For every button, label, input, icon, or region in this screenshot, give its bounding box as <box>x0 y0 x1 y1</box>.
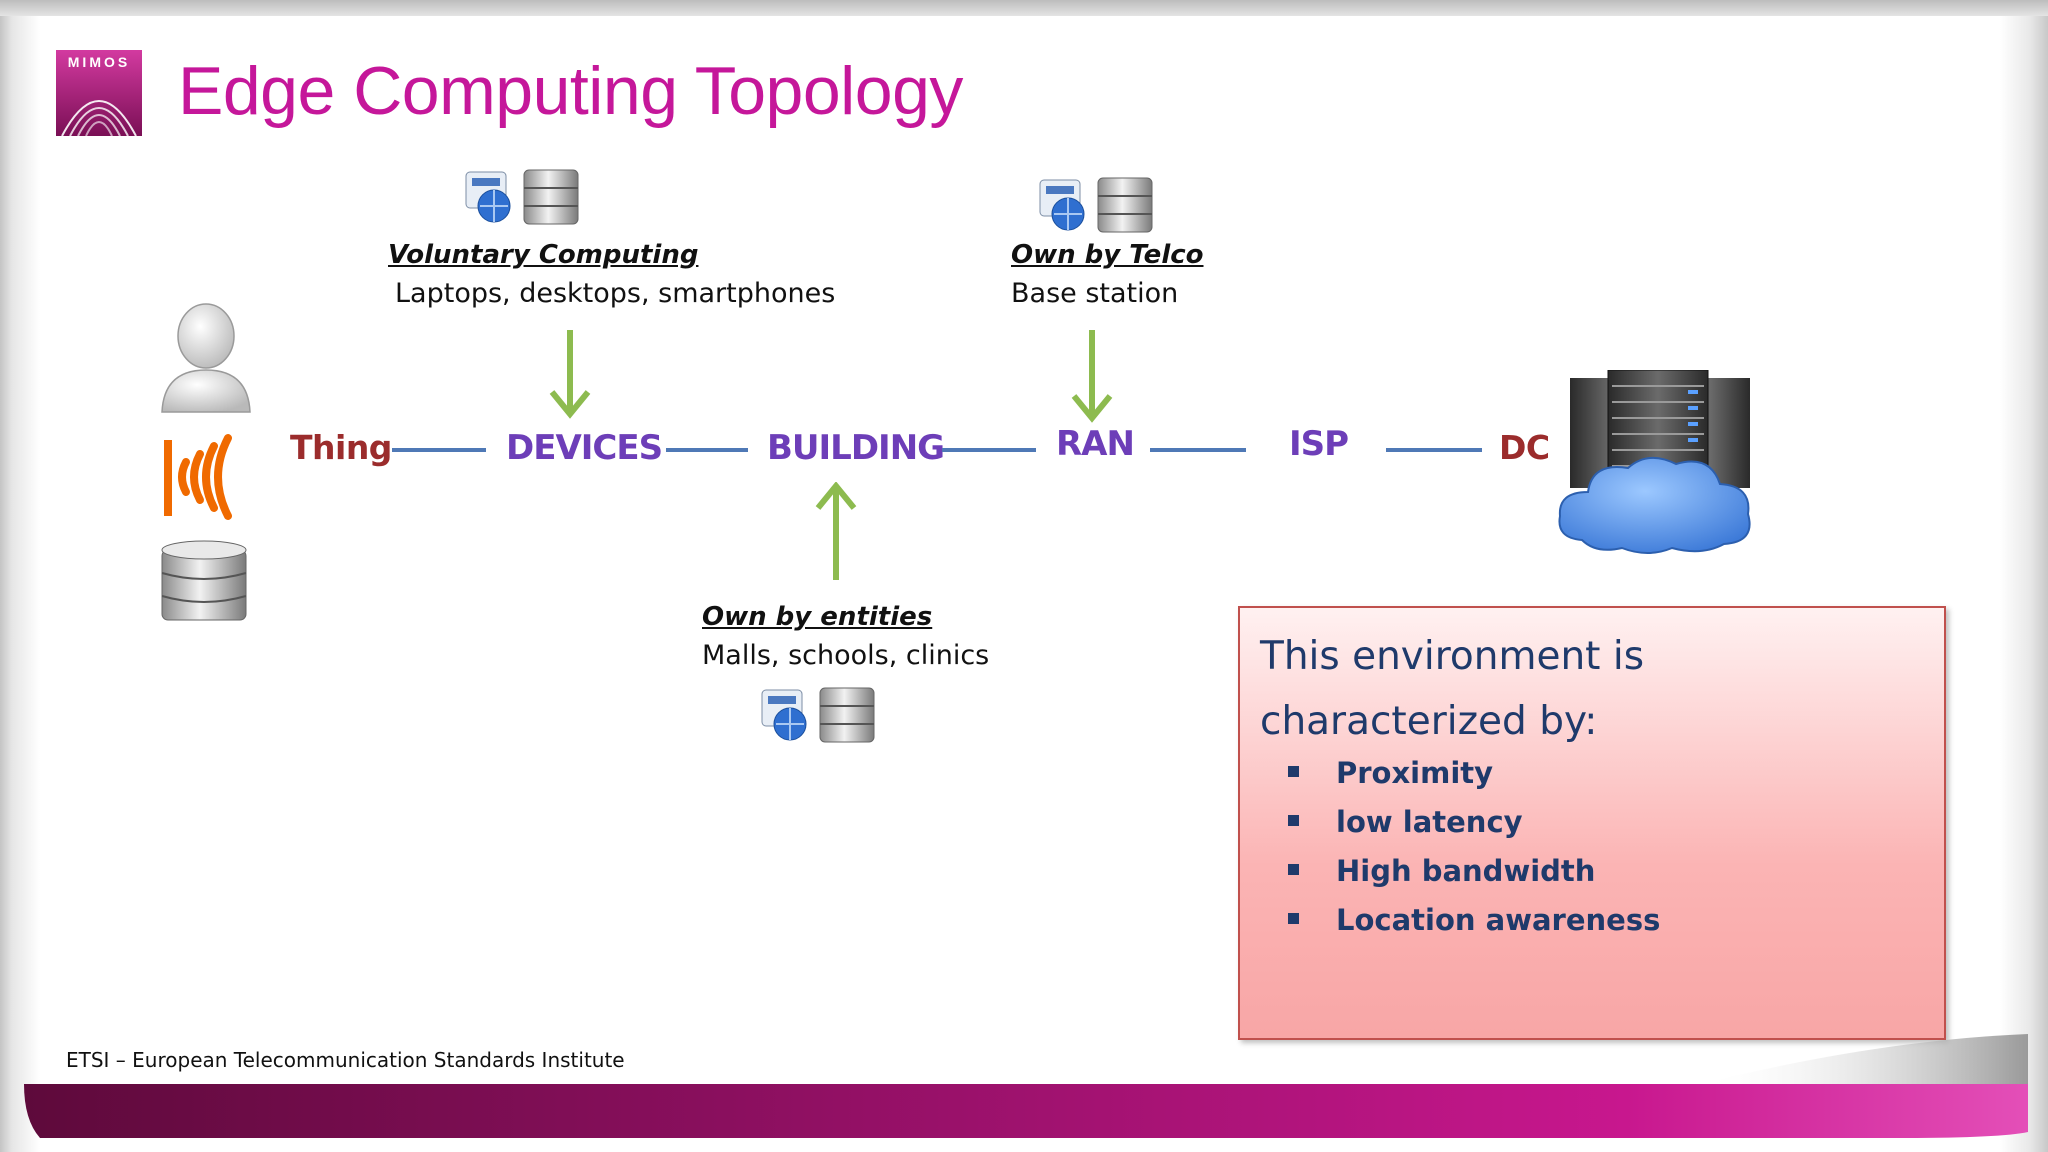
voluntary-computing-subtext: Laptops, desktops, smartphones <box>395 278 836 309</box>
telco-subtext: Base station <box>1011 278 1179 309</box>
connector-line <box>1150 448 1246 452</box>
connector-line <box>392 448 486 452</box>
footer-text: ETSI – European Telecommunication Standa… <box>66 1048 625 1072</box>
entities-heading: Own by entities <box>702 602 933 632</box>
cloud-icon <box>1558 457 1751 554</box>
node-dc: DC <box>1499 428 1550 467</box>
rfid-signal-icon <box>164 434 232 520</box>
arrow-down-icon <box>549 330 591 419</box>
node-devices: DEVICES <box>506 428 663 468</box>
connector-line <box>666 448 748 452</box>
logo-text: MIMOS <box>68 54 130 70</box>
page-title: Edge Computing Topology <box>178 53 963 129</box>
panel-heading: This environment is characterized by: <box>1260 634 1645 744</box>
node-isp: ISP <box>1289 424 1349 464</box>
user-icon <box>161 303 251 413</box>
node-thing: Thing <box>290 428 392 467</box>
entities-subtext: Malls, schools, clinics <box>702 640 990 671</box>
characteristic-text: High bandwidth <box>1336 854 1596 888</box>
node-ran: RAN <box>1056 424 1135 464</box>
bullet-icon <box>1288 913 1299 924</box>
bullet-icon <box>1288 864 1299 875</box>
top-bar <box>0 0 2048 16</box>
connector-line <box>1386 448 1482 452</box>
characteristics-panel: This environment is characterized by: Pr… <box>1238 606 1946 1040</box>
disk-globe-icon <box>761 687 875 743</box>
characteristic-text: low latency <box>1336 805 1523 839</box>
connector-line <box>942 448 1036 452</box>
disk-globe-icon <box>1039 177 1153 233</box>
characteristic-text: Proximity <box>1336 756 1494 790</box>
node-building: BUILDING <box>767 428 945 468</box>
disk-globe-icon <box>465 169 579 225</box>
bullet-icon <box>1288 815 1299 826</box>
characteristic-text: Location awareness <box>1336 903 1661 937</box>
arrow-up-icon <box>815 482 857 580</box>
telco-heading: Own by Telco <box>1011 240 1204 270</box>
bullet-icon <box>1288 766 1299 777</box>
database-icon <box>161 540 247 621</box>
bottom-banner <box>24 1034 2028 1138</box>
mimos-logo: MIMOS <box>56 50 142 137</box>
voluntary-computing-heading: Voluntary Computing <box>388 240 699 270</box>
arrow-down-icon <box>1071 330 1113 423</box>
